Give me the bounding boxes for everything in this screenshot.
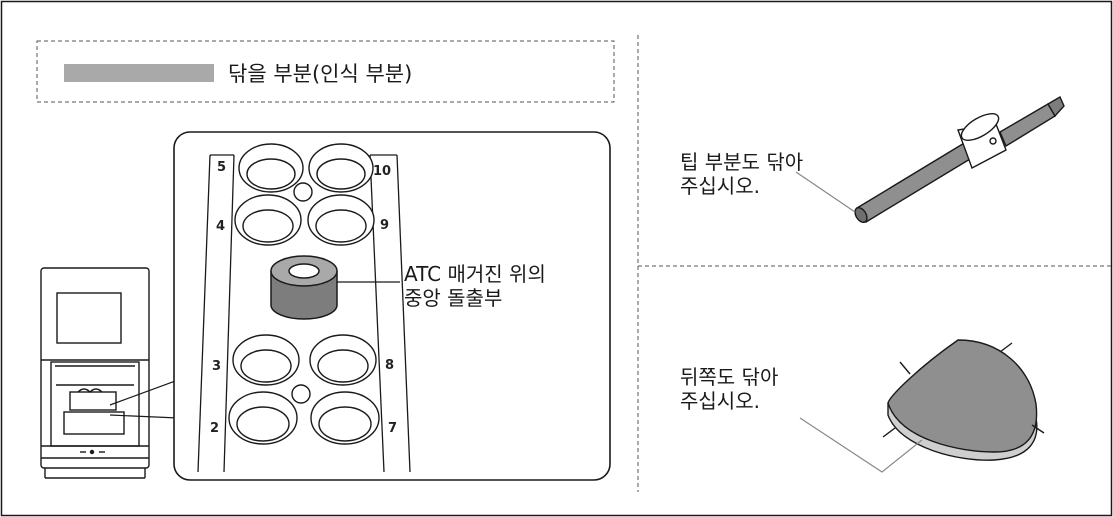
back-callout-leader — [799, 417, 923, 473]
tool-illustration — [854, 96, 1065, 224]
zoom-line-bottom — [109, 414, 179, 419]
legend-box — [36, 40, 615, 103]
plate-illustration — [882, 339, 1045, 461]
milling-machine-illustration — [40, 267, 150, 479]
legend-swatch — [64, 64, 214, 82]
slot-number: 2 — [210, 421, 219, 436]
slot-number: 7 — [388, 421, 397, 436]
legend-label: 닦을 부분(인식 부분) — [228, 62, 413, 86]
slot-number: 10 — [373, 164, 391, 179]
center-protrusion-callout: ATC 매거진 위의 중앙 돌출부 — [404, 262, 546, 311]
zoom-line-top — [109, 379, 179, 406]
slot-number: 3 — [212, 359, 221, 374]
atc-magazine-closeup: 5 4 3 2 10 9 8 7 — [173, 131, 611, 481]
slot-number: 4 — [216, 219, 225, 234]
slot-number: 9 — [380, 218, 389, 233]
slot-number: 5 — [217, 160, 226, 175]
tip-callout-leader — [795, 171, 856, 213]
center-protrusion — [270, 255, 338, 320]
back-callout: 뒤쪽도 닦아 주십시오. — [680, 365, 779, 414]
tip-callout: 팁 부분도 닦아 주십시오. — [680, 150, 804, 199]
slot-number: 8 — [385, 358, 394, 373]
